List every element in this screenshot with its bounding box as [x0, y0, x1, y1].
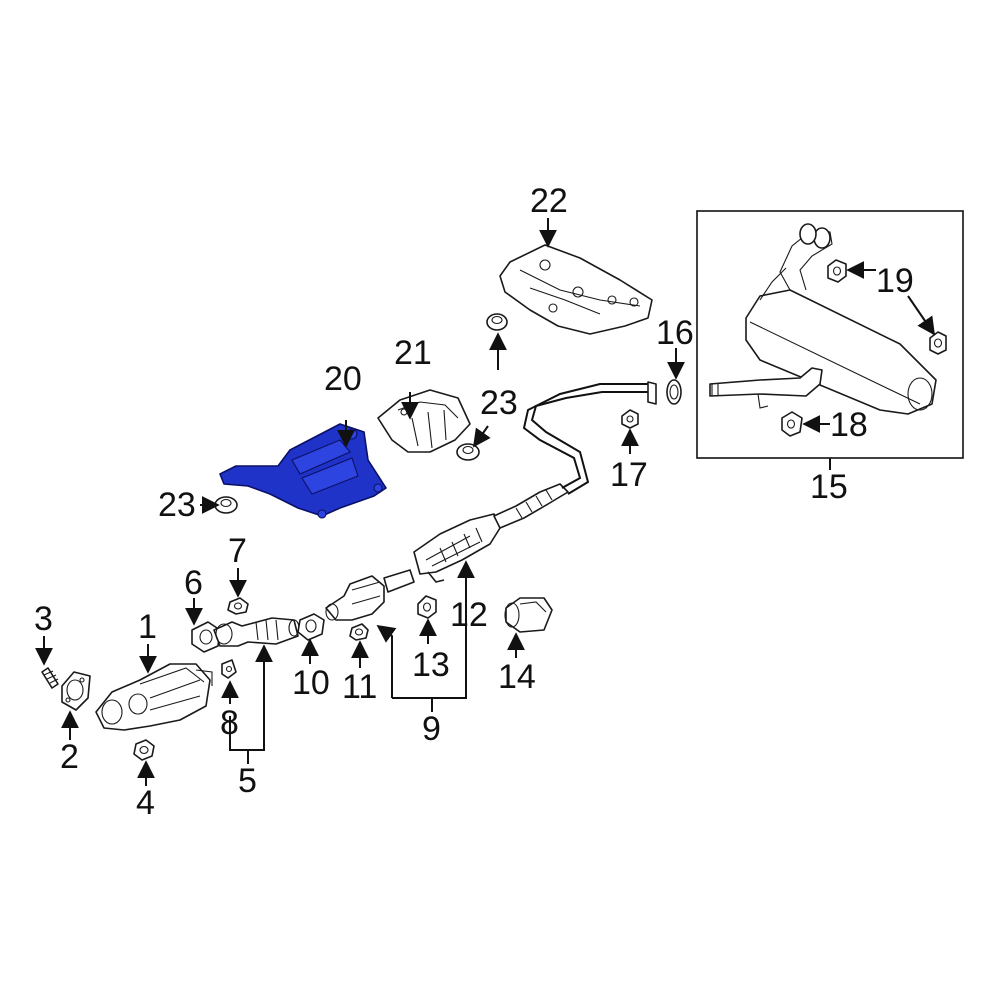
- center-pipe-assembly[interactable]: [325, 569, 415, 621]
- hanger-19-top[interactable]: [827, 259, 847, 283]
- callout-labels: 1 2 3 4 5 6 7 8 9 10 11 12 13 14 15 16 1…: [34, 182, 914, 822]
- rear-heat-shield[interactable]: [499, 244, 653, 335]
- callout-13: 13: [412, 646, 450, 684]
- callout-20: 20: [324, 360, 362, 398]
- callout-2: 2: [60, 738, 79, 776]
- resonator[interactable]: [413, 483, 569, 583]
- callout-10: 10: [292, 664, 330, 702]
- nut-7[interactable]: [227, 597, 249, 615]
- callout-14: 14: [498, 658, 536, 696]
- callout-23-left: 23: [158, 486, 196, 524]
- catalytic-converter[interactable]: [95, 663, 213, 731]
- callout-7: 7: [228, 532, 247, 570]
- callout-21: 21: [394, 334, 432, 372]
- clamp[interactable]: [504, 597, 553, 633]
- callout-15: 15: [810, 468, 848, 506]
- callout-4: 4: [136, 784, 155, 822]
- center-heat-shield[interactable]: [377, 389, 471, 453]
- hanger-18[interactable]: [781, 411, 803, 437]
- callout-23-top: 23: [480, 384, 518, 422]
- callout-18: 18: [830, 406, 868, 444]
- nut-23-top[interactable]: [486, 313, 508, 331]
- gasket-2[interactable]: [61, 671, 91, 711]
- callout-17: 17: [610, 456, 648, 494]
- callout-11: 11: [342, 668, 377, 706]
- stud[interactable]: [41, 667, 59, 689]
- nut-23-center[interactable]: [456, 443, 480, 461]
- intermediate-pipe[interactable]: [522, 381, 657, 495]
- callout-8: 8: [220, 704, 239, 742]
- callout-12: 12: [450, 596, 488, 634]
- callout-19: 19: [876, 262, 914, 300]
- nut-11[interactable]: [349, 623, 369, 641]
- front-pipe[interactable]: [213, 617, 300, 647]
- hanger-8[interactable]: [221, 659, 237, 679]
- nut-4[interactable]: [133, 739, 155, 761]
- callout-16: 16: [656, 314, 694, 352]
- callout-22: 22: [530, 182, 568, 220]
- gasket-16[interactable]: [666, 379, 682, 405]
- nut-17[interactable]: [621, 409, 639, 429]
- callout-3: 3: [34, 600, 53, 638]
- callout-5: 5: [238, 762, 257, 800]
- gasket-10[interactable]: [297, 613, 325, 641]
- callout-9: 9: [422, 710, 441, 748]
- hanger-13[interactable]: [417, 595, 437, 619]
- callout-6: 6: [184, 564, 203, 602]
- muffler-assembly[interactable]: [709, 223, 937, 415]
- hanger-19-bottom[interactable]: [929, 331, 947, 355]
- nut-23-left[interactable]: [214, 496, 238, 514]
- leader-lines: [35, 218, 936, 786]
- front-heat-shield-highlighted[interactable]: [219, 423, 387, 519]
- gasket-6[interactable]: [191, 621, 221, 653]
- callout-1: 1: [138, 608, 157, 646]
